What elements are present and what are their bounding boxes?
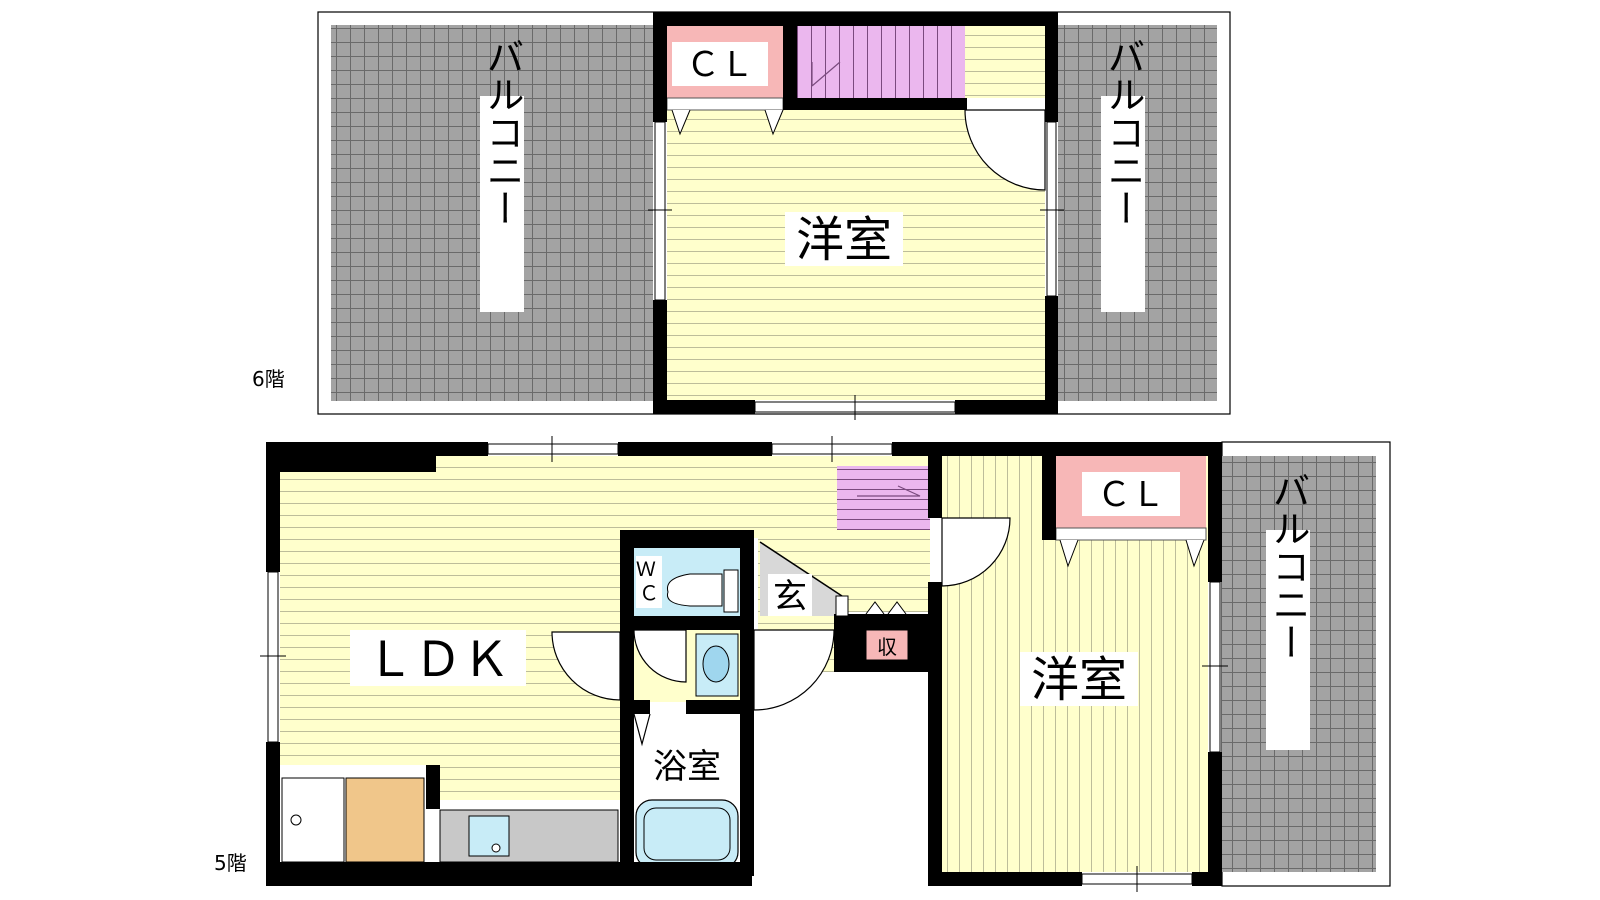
entrance-post [835, 595, 849, 617]
upper-stairs-arrow [811, 61, 841, 87]
wc-label-line-1: Ｗ [636, 557, 656, 581]
ldk-label: ＬＤＫ [366, 632, 510, 688]
upper-closet-label: ＣＬ [686, 45, 754, 85]
lower-closet-label: ＣＬ [1097, 475, 1165, 515]
wc-label: Ｗ Ｃ [636, 557, 662, 605]
lower-balcony-label: バルコニー [1266, 471, 1310, 661]
fridge [345, 777, 425, 863]
upper-walls [653, 12, 1058, 414]
toilet-tank [723, 569, 739, 613]
upper-closet-door[interactable] [671, 109, 784, 136]
upper-stairs [797, 26, 965, 98]
appliance-knob [290, 814, 302, 826]
upper-balcony-right-label: バルコニー [1101, 37, 1145, 227]
ldk-floor [280, 456, 930, 800]
bathroom-door[interactable] [633, 713, 651, 747]
bathtub-inner [643, 807, 731, 861]
lower-closet-door[interactable] [1059, 539, 1205, 568]
lower-closet-rail [1055, 527, 1207, 541]
washroom-inner-door[interactable] [633, 629, 687, 683]
upper-landing [965, 26, 1045, 98]
entrance-label: 玄 [773, 577, 807, 617]
washroom-door[interactable] [551, 631, 621, 701]
lower-windows [260, 436, 1228, 892]
lower-stairs-arrow [857, 485, 921, 497]
bathroom-label: 浴室 [653, 747, 721, 787]
upper-floor: ＣＬ 洋室 バルコニー バルコニー 6階 [252, 11, 1231, 420]
upper-floor-label: 6階 [252, 367, 285, 391]
storage [865, 629, 909, 661]
lower-stairs [837, 466, 930, 530]
kitchen-sink [468, 815, 510, 857]
western-room-door[interactable] [941, 517, 1011, 587]
lower-floor-label: 5階 [214, 851, 247, 875]
toilet [666, 573, 723, 607]
upper-balcony-left-label: バルコニー [480, 37, 524, 227]
kitchen-counter [439, 809, 619, 863]
lower-western-room-label: 洋室 [1031, 652, 1127, 708]
washbasin-bowl [702, 645, 730, 683]
upper-windows [648, 121, 1064, 420]
wc-label-line-2: Ｃ [639, 581, 659, 605]
lower-doors [551, 517, 1011, 747]
upper-closet-rail [666, 97, 784, 111]
upper-room-door[interactable] [964, 109, 1046, 191]
entrance-step [759, 541, 843, 597]
lower-walls [266, 442, 1222, 886]
storage-label: 収 [877, 635, 897, 659]
upper-western-room-label: 洋室 [796, 212, 892, 268]
entrance-door[interactable] [753, 629, 835, 711]
lower-floor: ＬＤＫ 洋室 ＣＬ バルコニー Ｗ Ｃ 玄 収 浴室 5階 [214, 436, 1391, 892]
storage-door[interactable] [865, 601, 907, 615]
kitchen-sink-drain [491, 843, 501, 853]
